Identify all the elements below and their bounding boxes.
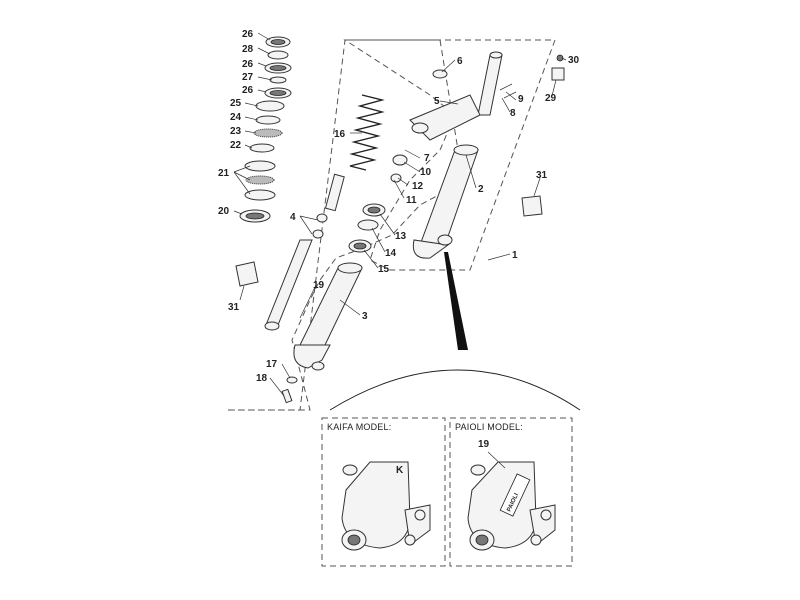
left-slider xyxy=(293,262,363,371)
kaifa-model-label: KAIFA MODEL: xyxy=(327,422,391,432)
callout-31-right: 31 xyxy=(536,170,548,181)
callout-3: 3 xyxy=(362,311,368,322)
right-fork-leg xyxy=(390,51,503,259)
kaifa-slider-detail xyxy=(341,461,431,551)
left-leg-group-outline xyxy=(228,39,463,411)
callout-12: 12 xyxy=(412,181,424,192)
right-leg-group-outline xyxy=(343,39,556,271)
paioli-slider-detail xyxy=(467,461,556,551)
callout-1: 1 xyxy=(512,250,518,261)
callout-25: 25 xyxy=(230,98,242,109)
callout-26-middle: 26 xyxy=(242,59,254,70)
bolt-and-washer xyxy=(281,376,298,404)
callout-2: 2 xyxy=(478,184,484,195)
callout-26-top: 26 xyxy=(242,29,254,40)
zoom-curve xyxy=(329,369,581,411)
clamp-bolts xyxy=(499,54,565,99)
callout-19-main: 19 xyxy=(313,280,325,291)
callout-19-detail: 19 xyxy=(478,439,490,450)
callout-28: 28 xyxy=(242,44,254,55)
rubber-block-right xyxy=(521,195,543,217)
bearing-stack xyxy=(239,36,292,223)
callout-16: 16 xyxy=(334,129,346,140)
callout-23: 23 xyxy=(230,126,242,137)
seal-stack xyxy=(348,203,386,253)
callout-4: 4 xyxy=(290,212,296,223)
callout-24: 24 xyxy=(230,112,242,123)
callout-26-lower: 26 xyxy=(242,85,254,96)
callout-21: 21 xyxy=(218,168,230,179)
callout-17: 17 xyxy=(266,359,278,370)
fork-spring xyxy=(349,94,385,171)
paioli-detail-box xyxy=(449,417,573,567)
callout-8: 8 xyxy=(510,108,516,119)
left-inner-tube xyxy=(264,173,345,331)
kaifa-detail-box xyxy=(321,417,446,567)
callout-20: 20 xyxy=(218,206,230,217)
callout-18: 18 xyxy=(256,373,268,384)
zoom-funnel xyxy=(444,252,468,350)
callout-13: 13 xyxy=(395,231,407,242)
callout-29: 29 xyxy=(545,93,557,104)
callout-15: 15 xyxy=(378,264,390,275)
leader-lines xyxy=(233,32,567,397)
paioli-model-label: PAIOLI MODEL: xyxy=(455,422,523,432)
callout-9: 9 xyxy=(518,94,524,105)
callout-27: 27 xyxy=(242,72,254,83)
callout-10: 10 xyxy=(420,167,432,178)
callout-30: 30 xyxy=(568,55,580,66)
callout-11: 11 xyxy=(406,195,417,206)
callout-6: 6 xyxy=(457,56,463,67)
callout-7: 7 xyxy=(424,153,430,164)
rubber-block-left xyxy=(235,261,259,287)
callout-14: 14 xyxy=(385,248,397,259)
callout-5: 5 xyxy=(434,96,440,107)
callout-22: 22 xyxy=(230,140,242,151)
callout-31-left: 31 xyxy=(228,302,240,313)
kaifa-mark: K xyxy=(396,465,404,476)
